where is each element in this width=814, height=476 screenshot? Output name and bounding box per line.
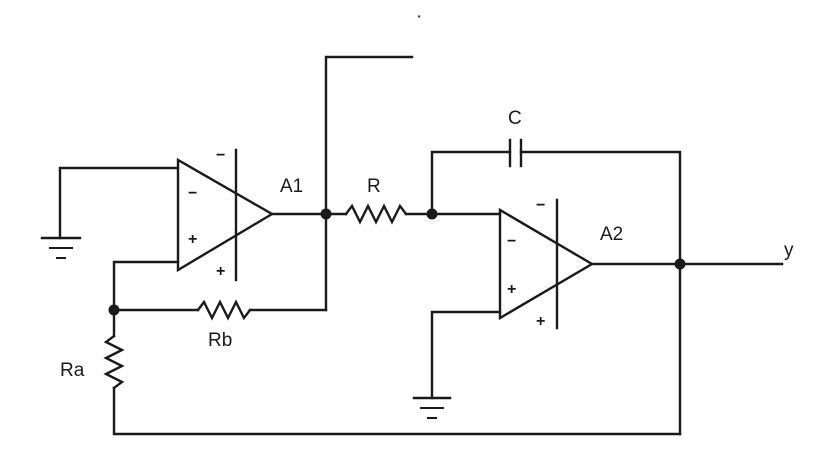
- resistor-ra: [103, 334, 682, 436]
- a1-output-wires: [270, 55, 414, 312]
- junction-ra-rb: [108, 304, 120, 316]
- junction-r-capacitor: [426, 208, 438, 220]
- a1-bottom-supply-sign: +: [216, 263, 225, 280]
- a1-top-supply-sign: −: [216, 147, 225, 164]
- a2-bottom-supply-sign: +: [536, 313, 545, 330]
- junction-a2-output: [674, 258, 686, 270]
- a1-noninverting-sign: +: [188, 231, 197, 248]
- opamp-a1: [176, 148, 275, 282]
- label-ra: Ra: [60, 360, 85, 381]
- junction-a1-output: [320, 208, 332, 220]
- resistor-r: [344, 203, 502, 225]
- label-rb: Rb: [208, 330, 232, 351]
- a1-positive-feedback-wires: [112, 260, 200, 338]
- ground-symbol-right: [412, 310, 502, 419]
- a1-inverting-sign: −: [188, 185, 197, 202]
- label-c: C: [508, 108, 522, 129]
- a2-top-supply-sign: −: [536, 197, 545, 214]
- label-a1: A1: [280, 176, 303, 197]
- capacitor-c: [430, 138, 682, 436]
- a2-noninverting-sign: +: [507, 281, 516, 298]
- a2-inverting-sign: −: [507, 233, 516, 250]
- ground-symbol-left: [40, 166, 180, 259]
- label-r: R: [367, 176, 381, 197]
- opamp-a2: [498, 198, 595, 330]
- label-y-output: y: [784, 240, 794, 261]
- label-a2: A2: [600, 224, 623, 245]
- resistor-rb: [196, 299, 328, 321]
- label-xdot-mark: ·: [416, 6, 422, 27]
